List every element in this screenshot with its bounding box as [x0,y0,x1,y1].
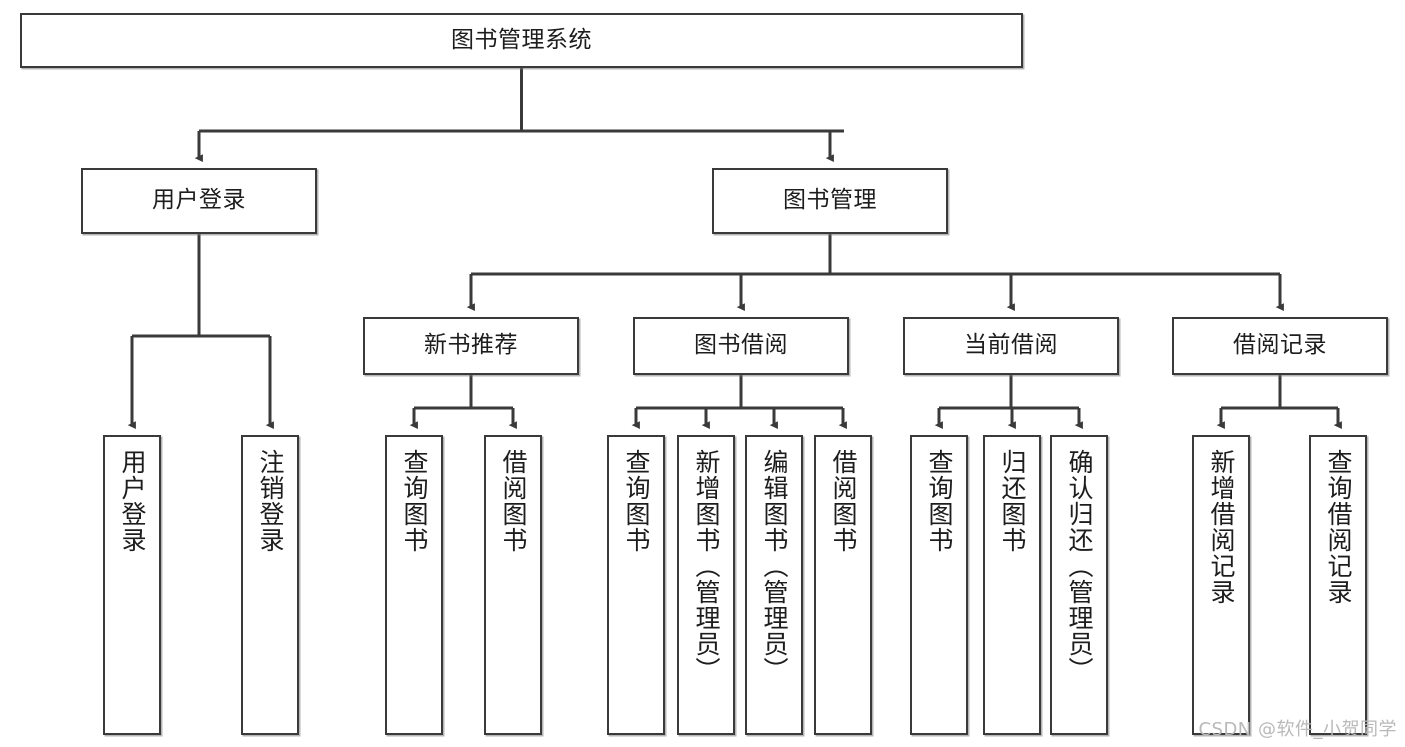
node-leaf-edit-book-admin[interactable]: 编辑图书（管理员） [745,435,803,735]
node-leaf-user-login[interactable]: 用户登录 [103,435,161,735]
node-label: 图书借阅 [694,332,788,359]
node-leaf-return-book[interactable]: 归还图书 [983,435,1041,735]
node-label: 图书管理 [783,187,877,214]
node-label: 归还图书 [998,449,1027,553]
node-leaf-confirm-return-admin[interactable]: 确认归还（管理员） [1050,435,1108,735]
node-label: 新增图书（管理员） [692,449,721,683]
node-label: 查询图书 [622,449,651,553]
node-label: 借阅记录 [1233,332,1327,359]
node-leaf-query-book-borrow[interactable]: 查询图书 [607,435,665,735]
node-leaf-add-borrow-record[interactable]: 新增借阅记录 [1192,435,1250,735]
node-label: 确认归还（管理员） [1065,449,1094,683]
node-book-borrow[interactable]: 图书借阅 [633,317,849,375]
node-leaf-query-book-current[interactable]: 查询图书 [910,435,968,735]
node-label: 注销登录 [256,449,285,553]
node-label: 借阅图书 [499,449,528,553]
node-current-borrow[interactable]: 当前借阅 [903,317,1119,375]
node-leaf-query-borrow-record[interactable]: 查询借阅记录 [1309,435,1367,735]
node-label: 查询图书 [400,449,429,553]
node-leaf-borrow-book[interactable]: 借阅图书 [814,435,872,735]
node-label: 查询图书 [925,449,954,553]
node-label: 用户登录 [152,187,246,214]
node-label: 当前借阅 [964,332,1058,359]
node-leaf-logout[interactable]: 注销登录 [241,435,299,735]
node-borrow-records[interactable]: 借阅记录 [1172,317,1388,375]
node-book-management[interactable]: 图书管理 [712,168,948,234]
node-leaf-borrow-book-newbook[interactable]: 借阅图书 [484,435,542,735]
node-leaf-add-book-admin[interactable]: 新增图书（管理员） [677,435,735,735]
node-user-login[interactable]: 用户登录 [81,168,317,234]
node-label: 新书推荐 [424,332,518,359]
node-root-system[interactable]: 图书管理系统 [20,13,1023,68]
node-label: 编辑图书（管理员） [760,449,789,683]
node-label: 用户登录 [118,449,147,553]
node-leaf-query-book-newbook[interactable]: 查询图书 [385,435,443,735]
node-label: 借阅图书 [829,449,858,553]
node-label: 查询借阅记录 [1324,449,1353,605]
node-label: 新增借阅记录 [1207,449,1236,605]
node-new-book-recommend[interactable]: 新书推荐 [363,317,579,375]
node-label: 图书管理系统 [451,26,592,53]
